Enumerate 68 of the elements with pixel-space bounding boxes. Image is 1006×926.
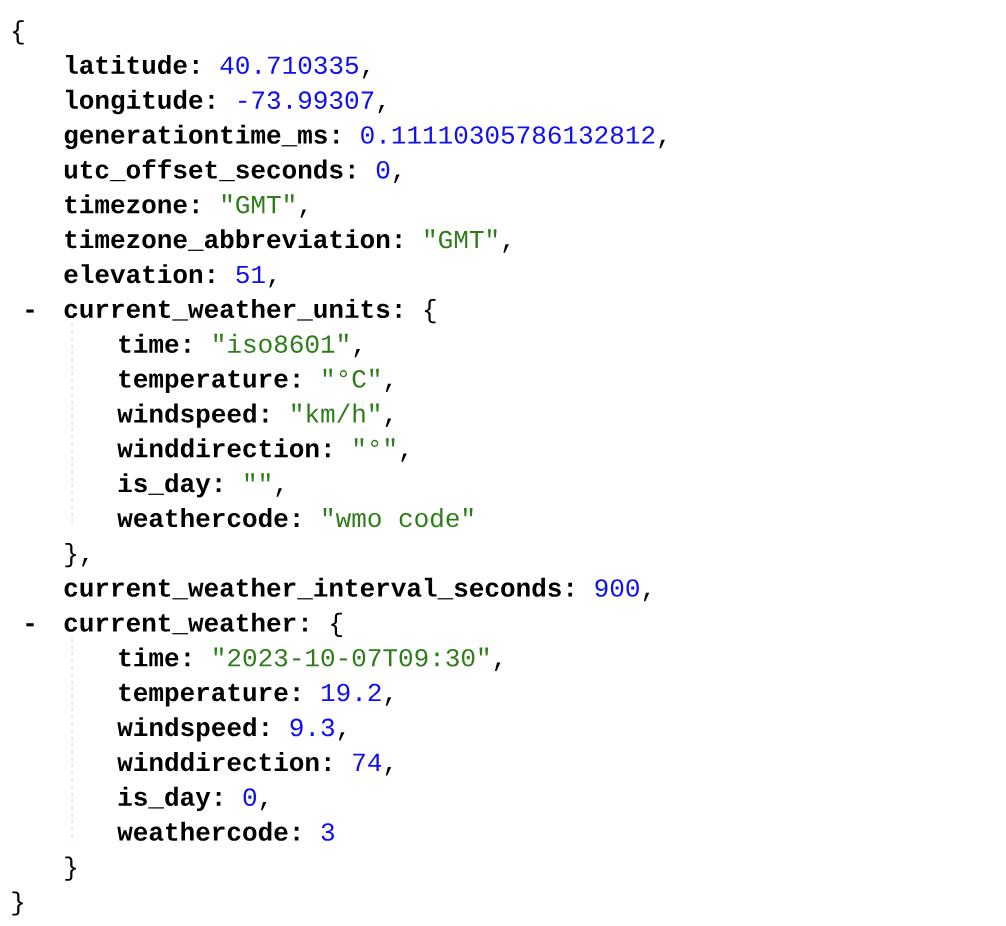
string-value: "iso8601" [214, 333, 348, 353]
string-value: "wmo code" [323, 508, 473, 528]
json-key: winddirection: [117, 752, 330, 772]
json-key: utc_offset_seconds: [64, 159, 354, 182]
number-value: -73.99307 [239, 91, 374, 109]
punctuation: , [394, 174, 400, 183]
punctuation: , [385, 418, 392, 427]
string-value: "km/h" [292, 403, 379, 423]
number-value: 9.3 [290, 718, 334, 737]
punctuation: , [276, 488, 283, 497]
json-key: timezone: [65, 194, 198, 214]
string-value: "2023-10-07T09:30" [214, 647, 489, 667]
punctuation: , [378, 104, 385, 114]
brace: { [331, 612, 342, 637]
string-value: "°" [354, 438, 395, 448]
punctuation: , [300, 209, 307, 218]
punctuation: , [354, 348, 361, 358]
json-key: time: [119, 647, 190, 667]
json-key: weathercode: [117, 821, 299, 841]
json-key: longitude: [66, 89, 214, 115]
punctuation: , [260, 801, 267, 811]
json-key: latitude: [66, 54, 198, 75]
json-key: windspeed: [117, 403, 268, 428]
json-key: weathercode: [117, 508, 299, 528]
number-value: 51 [236, 265, 265, 284]
collapse-toggle: - [26, 623, 34, 627]
punctuation: , [385, 383, 392, 393]
punctuation: , [494, 662, 501, 671]
number-value: 900 [595, 579, 639, 597]
number-value: 0 [376, 161, 390, 179]
punctuation: , [401, 453, 407, 462]
punctuation: }, [65, 542, 88, 568]
json-key: is_day: [118, 473, 221, 498]
number-value: 40.710335 [220, 56, 358, 75]
punctuation: , [659, 139, 665, 149]
json-key: temperature: [119, 370, 299, 393]
punctuation: , [385, 697, 392, 706]
json-key: generationtime_ms: [64, 124, 339, 150]
punctuation: , [269, 279, 275, 288]
brace: { [424, 298, 436, 324]
punctuation: , [338, 732, 345, 741]
brace: } [12, 891, 23, 916]
number-value: 19.2 [321, 683, 381, 702]
json-key: windspeed: [117, 717, 268, 742]
string-value: "GMT" [425, 229, 497, 249]
brace: } [65, 856, 76, 881]
json-key: is_day: [118, 786, 221, 812]
json-key: time: [119, 333, 190, 353]
json-key: elevation: [64, 264, 214, 284]
punctuation: , [643, 592, 650, 602]
collapse-toggle: - [26, 309, 34, 313]
number-value: 74 [353, 753, 382, 771]
json-key: temperature: [119, 683, 299, 707]
string-value: "°C" [323, 368, 379, 388]
punctuation: , [503, 244, 509, 253]
json-key: current_weather: [64, 612, 307, 635]
brace: { [13, 20, 24, 45]
string-value: "GMT" [222, 194, 294, 214]
json-key: timezone_abbreviation: [65, 229, 401, 251]
punctuation: , [385, 767, 392, 776]
number-value: 0.11110305786132812 [361, 126, 655, 144]
number-value: 0 [243, 788, 257, 806]
punctuation: , [362, 70, 369, 79]
json-key: current_weather_units: [64, 298, 401, 321]
string-value: "" [245, 473, 270, 482]
json-key: current_weather_interval_seconds: [64, 577, 573, 600]
number-value: 3 [321, 823, 334, 841]
json-key: winddirection: [117, 438, 330, 458]
